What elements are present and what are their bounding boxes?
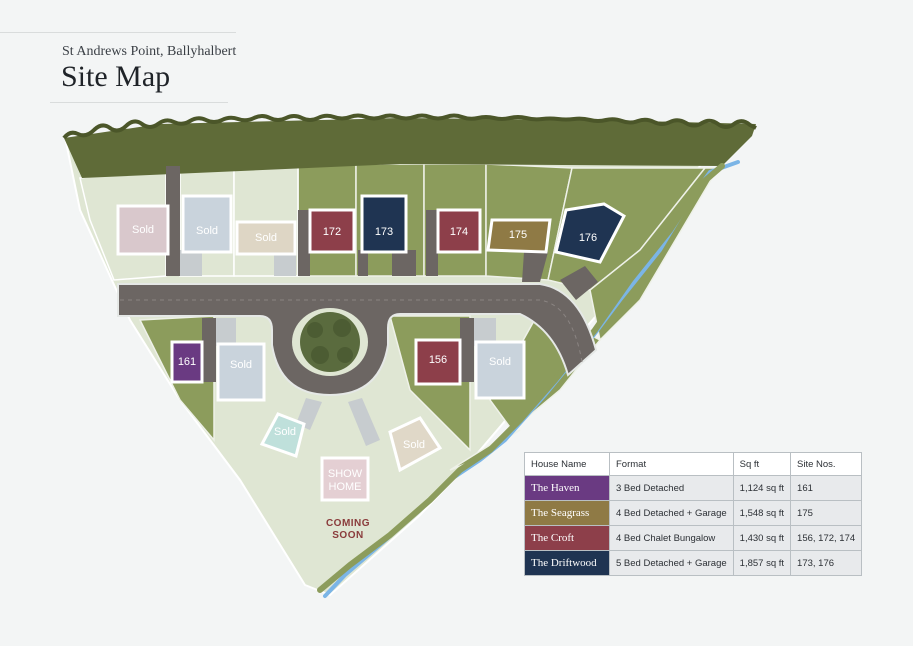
show-home: SHOW HOME (320, 456, 370, 502)
legend-sqft: 1,548 sq ft (732, 500, 792, 526)
svg-text:Sold: Sold (274, 426, 296, 438)
svg-text:HOME: HOME (329, 481, 362, 493)
legend-house-name: The Seagrass (524, 500, 610, 526)
plot-156: 156 (414, 338, 462, 386)
legend-row: The Croft 4 Bed Chalet Bungalow 1,430 sq… (524, 525, 863, 551)
legend-sites: 156, 172, 174 (790, 525, 863, 551)
legend-house-name: The Croft (524, 525, 610, 551)
plot-sold-3: Sold (235, 220, 297, 256)
header-rule-bottom (50, 102, 228, 103)
legend-row: The Seagrass 4 Bed Detached + Garage 1,5… (524, 500, 863, 526)
legend-format: 3 Bed Detached (609, 475, 734, 501)
hedge-band (64, 118, 756, 178)
legend-header-house-name: House Name (524, 452, 610, 476)
legend-format: 5 Bed Detached + Garage (609, 550, 734, 576)
plot-sold-10: Sold (216, 342, 266, 402)
svg-text:SHOW: SHOW (328, 468, 363, 480)
legend-header-format: Format (609, 452, 734, 476)
legend-sqft: 1,857 sq ft (732, 550, 792, 576)
legend-sqft: 1,124 sq ft (732, 475, 792, 501)
legend-header-sqft: Sq ft (732, 452, 792, 476)
legend-sites: 161 (790, 475, 863, 501)
svg-text:Sold: Sold (230, 359, 252, 371)
svg-text:161: 161 (178, 356, 196, 368)
hedge-edge (62, 113, 757, 140)
svg-text:SOON: SOON (332, 530, 363, 541)
legend-house-name: The Haven (524, 475, 610, 501)
legend-sites: 173, 176 (790, 550, 863, 576)
svg-text:COMING: COMING (326, 518, 370, 529)
svg-text:173: 173 (375, 226, 393, 238)
svg-text:176: 176 (579, 232, 597, 244)
svg-text:Sold: Sold (132, 224, 154, 236)
plot-175: 175 (486, 218, 552, 254)
plot-sold-12: Sold (474, 340, 526, 400)
svg-text:Sold: Sold (255, 232, 277, 244)
plot-sold-1: Sold (116, 204, 170, 256)
legend-row: The Driftwood 5 Bed Detached + Garage 1,… (524, 550, 863, 576)
svg-text:Sold: Sold (403, 439, 425, 451)
stream-bank (317, 163, 725, 593)
estate-road (117, 283, 598, 397)
header-rule-top (0, 32, 236, 33)
house-type-legend: House Name Format Sq ft Site Nos. The Ha… (524, 452, 863, 576)
house-plots: Sold Sold Sold 172 173 174 175 176 161 S… (116, 194, 626, 502)
plot-176: 176 (554, 202, 626, 264)
plot-174: 174 (436, 208, 482, 254)
plot-173: 173 (360, 194, 408, 254)
svg-text:174: 174 (450, 226, 468, 238)
plot-161: 161 (170, 340, 204, 384)
plot-sold-13: Sold (259, 412, 306, 458)
svg-text:156: 156 (429, 354, 447, 366)
legend-header-site-nos: Site Nos. (790, 452, 863, 476)
coming-soon-label: COMING SOON (326, 518, 370, 541)
legend-format: 4 Bed Detached + Garage (609, 500, 734, 526)
page-title: Site Map (61, 60, 171, 93)
legend-header-row: House Name Format Sq ft Site Nos. (524, 452, 863, 476)
legend-house-name: The Driftwood (524, 550, 610, 576)
svg-text:175: 175 (509, 229, 527, 241)
legend-format: 4 Bed Chalet Bungalow (609, 525, 734, 551)
plot-sold-14: Sold (388, 416, 443, 473)
svg-text:172: 172 (323, 226, 341, 238)
svg-text:Sold: Sold (489, 356, 511, 368)
legend-row: The Haven 3 Bed Detached 1,124 sq ft 161 (524, 475, 863, 501)
tree-cluster (300, 312, 360, 372)
development-location: St Andrews Point, Ballyhalbert (62, 44, 237, 59)
legend-sites: 175 (790, 500, 863, 526)
legend-sqft: 1,430 sq ft (732, 525, 792, 551)
plot-172: 172 (308, 208, 356, 254)
plot-sold-2: Sold (181, 194, 233, 254)
sold-driveways (180, 250, 496, 446)
svg-text:Sold: Sold (196, 225, 218, 237)
